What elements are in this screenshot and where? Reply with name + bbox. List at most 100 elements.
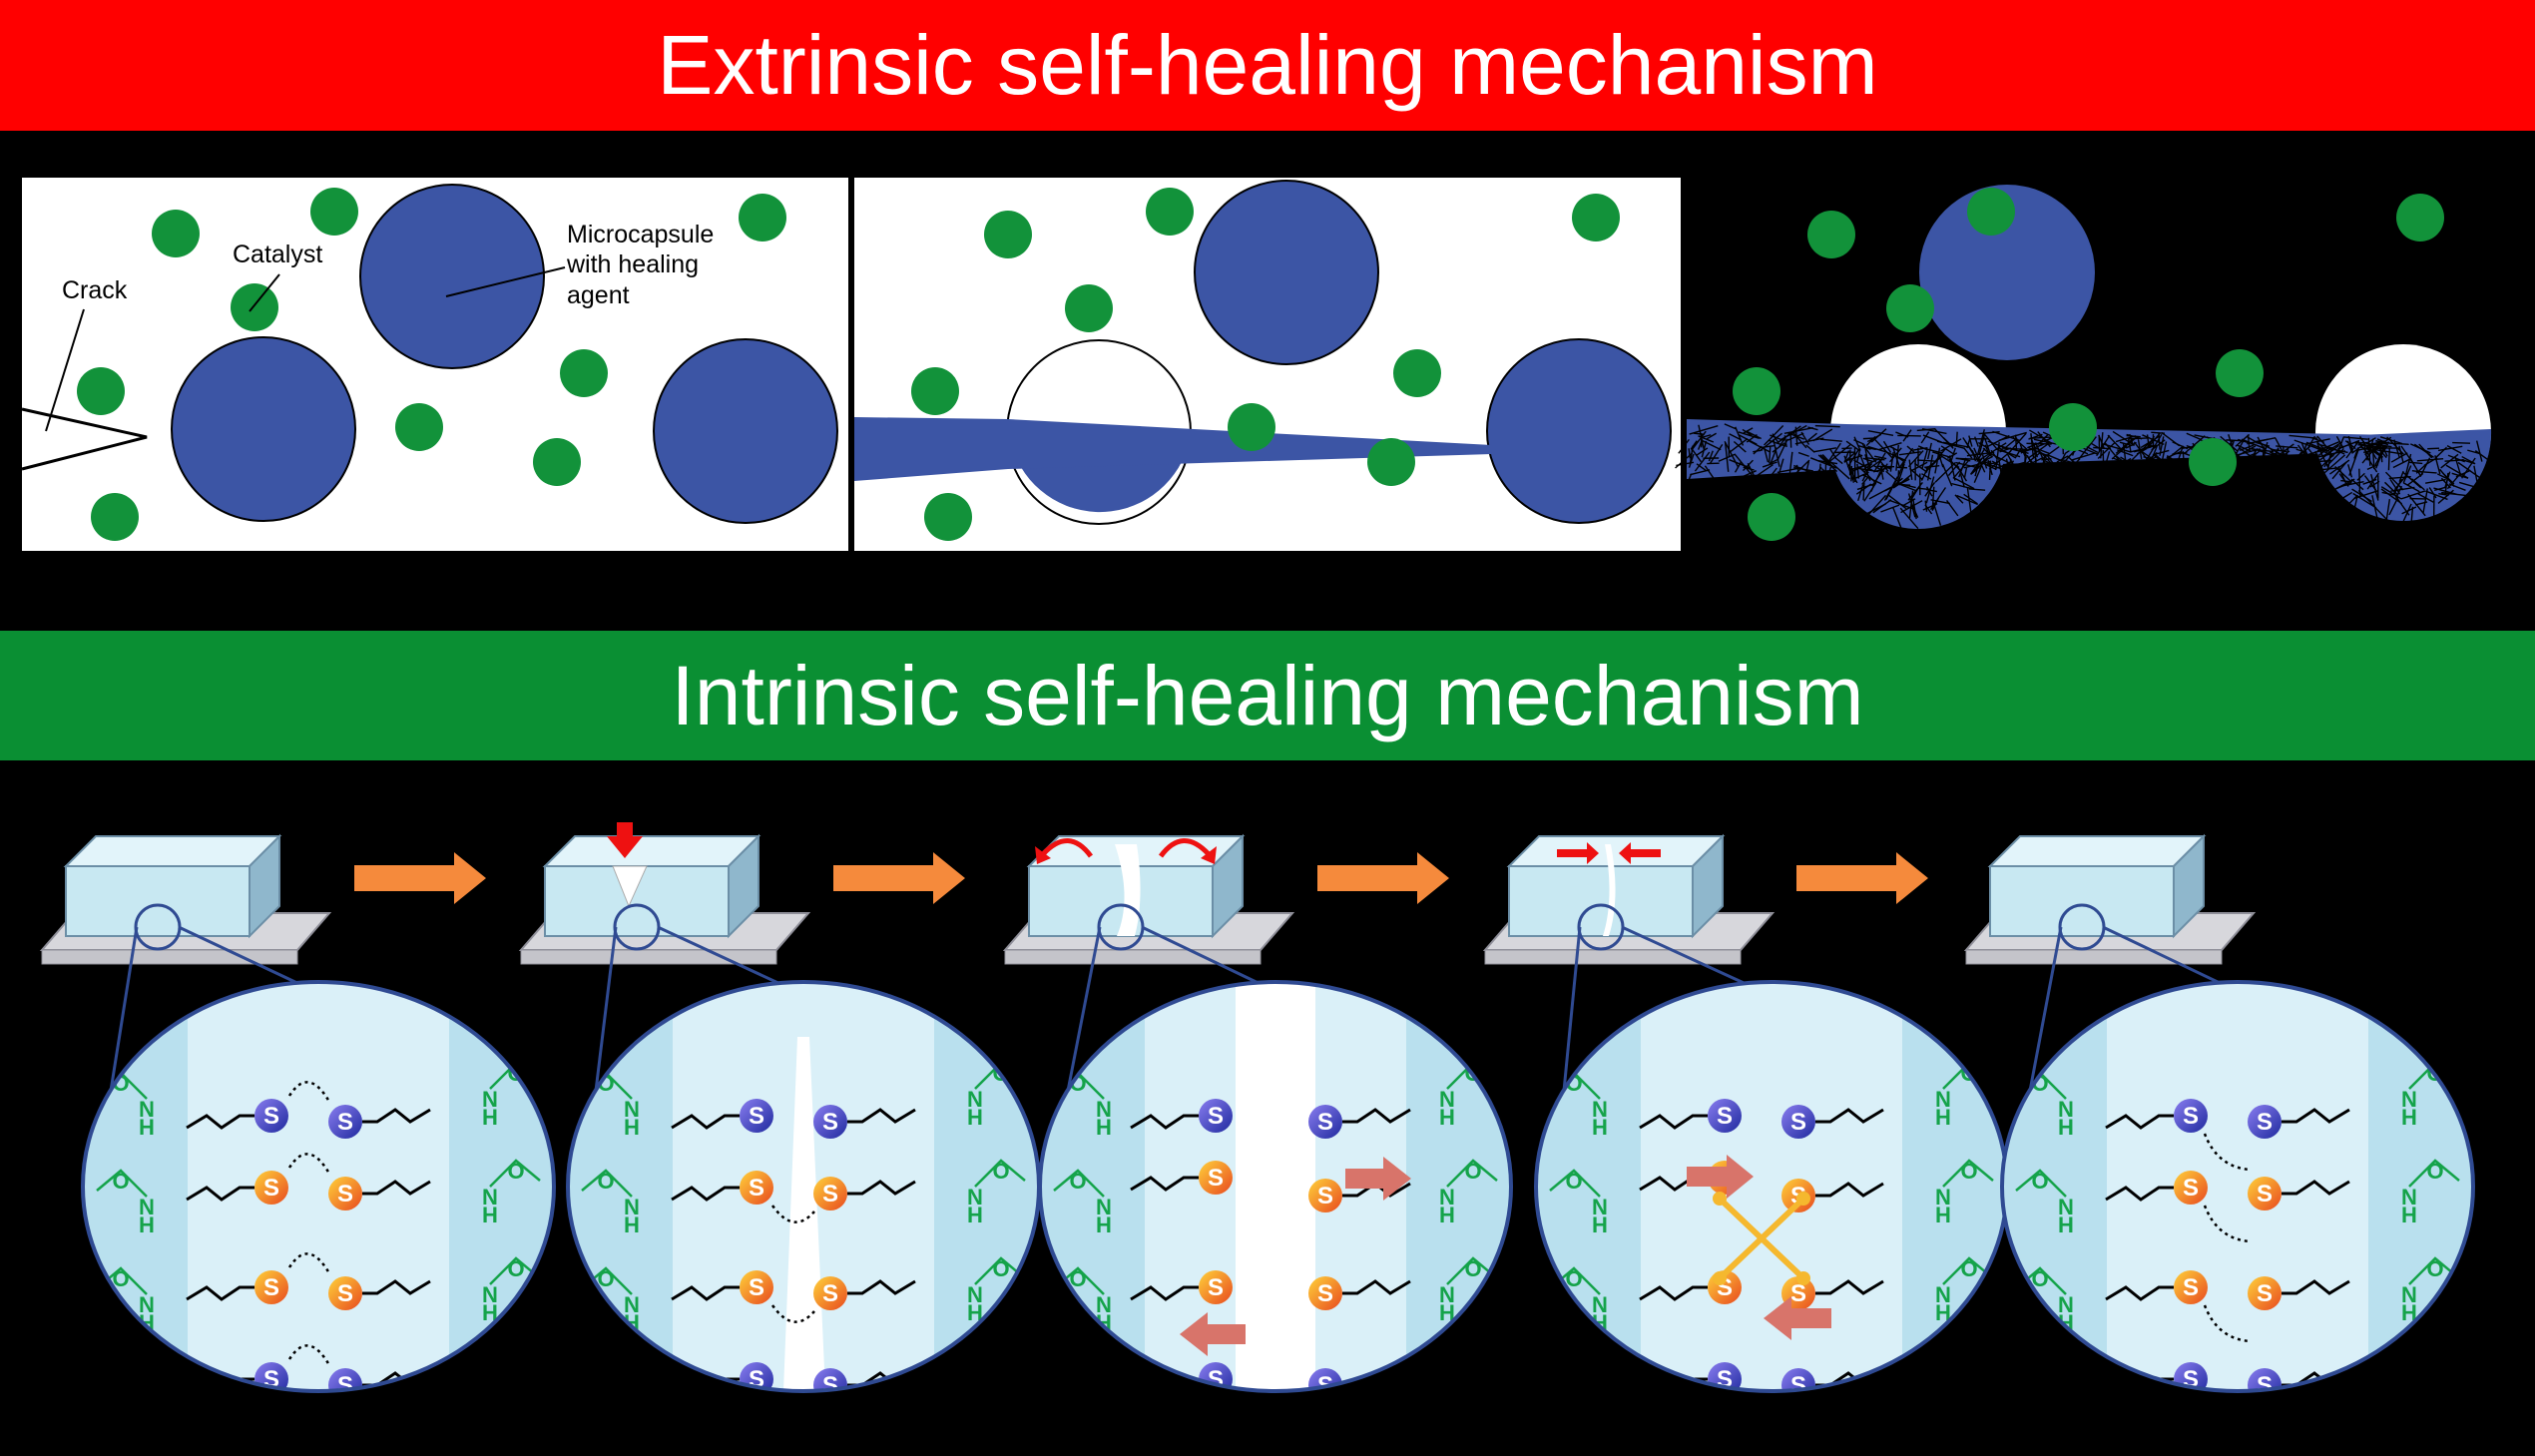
catalyst-particle — [91, 493, 139, 541]
catalyst-particle — [231, 283, 278, 331]
catalyst-particles — [911, 188, 1620, 541]
hatch-stroke — [1887, 494, 1907, 510]
hard-segment-band — [1406, 982, 1511, 1391]
hatch-stroke — [2182, 451, 2186, 472]
hatch-stroke — [1762, 461, 1777, 468]
hatch-stroke — [2006, 454, 2023, 480]
alkyl-chain — [1130, 1114, 1199, 1130]
hatch-stroke — [2328, 481, 2352, 493]
hatch-stroke — [2300, 442, 2312, 467]
hatch-stroke — [2452, 441, 2471, 444]
hatch-stroke — [2413, 443, 2434, 458]
nitrogen-atom: N — [1935, 1087, 1951, 1112]
sulfur-atom — [1781, 1105, 1815, 1139]
hatch-stroke — [1814, 424, 1840, 428]
nitrogen-atom: N — [1935, 1380, 1951, 1405]
hatch-stroke — [2155, 453, 2176, 473]
hatch-stroke — [2353, 448, 2359, 461]
hatch-stroke — [1812, 428, 1833, 442]
hatch-stroke — [2237, 444, 2253, 453]
sulfur-symbol: S — [2183, 1274, 2199, 1301]
catalyst-particles — [1733, 188, 2444, 541]
hatch-stroke — [1829, 444, 1851, 462]
sulfur-symbol: S — [2257, 1181, 2273, 1208]
nitrogen-atom: N — [2058, 1390, 2074, 1415]
hatch-stroke — [1909, 467, 1923, 480]
alkyl-chain — [362, 1279, 431, 1295]
hatch-stroke — [2374, 452, 2383, 466]
hydrogen-atom: H — [139, 1213, 155, 1237]
hatch-stroke — [2381, 491, 2396, 497]
sulfur-symbol: S — [2183, 1175, 2199, 1202]
hatch-stroke — [1899, 473, 1912, 485]
hatch-stroke — [2102, 443, 2132, 453]
urethane-bond — [2408, 1159, 2460, 1188]
urethane-bond — [1549, 1169, 1601, 1198]
hatch-stroke — [1827, 459, 1850, 480]
hatch-stroke — [2027, 446, 2048, 457]
catalyst-particle — [395, 403, 443, 451]
hatch-stroke — [2137, 439, 2143, 460]
hatch-stroke — [2146, 433, 2163, 461]
hatch-stroke — [1986, 462, 2013, 474]
sulfur-atom — [2174, 1270, 2208, 1304]
sulfur-symbol: S — [2183, 1103, 2199, 1130]
hatch-stroke — [2356, 472, 2365, 481]
alkyl-chain — [1342, 1279, 1411, 1295]
hard-segment-band — [1902, 982, 2007, 1391]
hatch-stroke — [1872, 437, 1894, 459]
zoom-line — [109, 926, 139, 1092]
microcapsule-pointer — [445, 266, 566, 297]
nitrogen-atom: N — [967, 1185, 983, 1210]
sulfur-atom — [2248, 1276, 2282, 1310]
zoom-line — [2028, 926, 2063, 1092]
hydrogen-atom: H — [139, 1115, 155, 1140]
hatch-stroke — [2038, 454, 2047, 479]
catalyst-particles — [77, 188, 786, 541]
hatch-stroke — [2409, 461, 2423, 465]
nitrogen-atom: N — [967, 1380, 983, 1405]
hatch-stroke — [2126, 434, 2141, 438]
hatch-stroke — [1922, 503, 1938, 511]
hatch-stroke — [1794, 437, 1824, 445]
chain-motion-arrow — [1345, 1157, 1411, 1201]
hatch-stroke — [1777, 436, 1786, 448]
hydrogen-atom: H — [624, 1408, 640, 1433]
nitrogen-atom: N — [482, 1185, 498, 1210]
hatch-stroke — [2339, 491, 2353, 501]
arrow-head — [1201, 846, 1217, 864]
hatch-stroke — [2384, 499, 2391, 525]
process-arrow — [1796, 852, 1928, 904]
sulfur-atom — [328, 1276, 362, 1310]
hatch-stroke — [1729, 437, 1749, 453]
nitrogen-atom: N — [1096, 1195, 1112, 1219]
crack-notch — [612, 865, 648, 908]
hatch-stroke — [1955, 461, 1980, 469]
urethane-bond — [1942, 1354, 1994, 1383]
hatch-stroke — [2081, 447, 2099, 456]
oxygen-atom: O — [1565, 1364, 1582, 1389]
catalyst-particle — [152, 210, 200, 257]
hatch-stroke — [1822, 466, 1832, 492]
hatch-stroke — [2392, 492, 2410, 516]
hatch-stroke — [2030, 433, 2035, 459]
sulfur-symbol: S — [263, 1274, 279, 1301]
sulfur-symbol: S — [1790, 1280, 1806, 1307]
alkyl-chain — [2105, 1114, 2174, 1130]
zoom-border — [81, 980, 556, 1393]
disulfide-bond — [772, 1397, 814, 1414]
oxygen-atom: O — [112, 1364, 129, 1389]
hatch-stroke — [2105, 451, 2111, 463]
hatch-stroke — [1902, 429, 1912, 442]
hatch-stroke — [1998, 446, 2017, 459]
hard-segment-band — [934, 982, 1039, 1391]
hydrogen-atom: H — [1935, 1203, 1951, 1227]
hatch-stroke — [2160, 441, 2168, 468]
urethane-bond — [974, 1354, 1026, 1383]
hatch-stroke — [1948, 455, 1956, 481]
hatch-stroke — [2304, 449, 2315, 474]
hatch-stroke — [2427, 447, 2440, 450]
sulfur-symbol: S — [822, 1109, 838, 1136]
hatch-stroke — [2375, 440, 2387, 444]
